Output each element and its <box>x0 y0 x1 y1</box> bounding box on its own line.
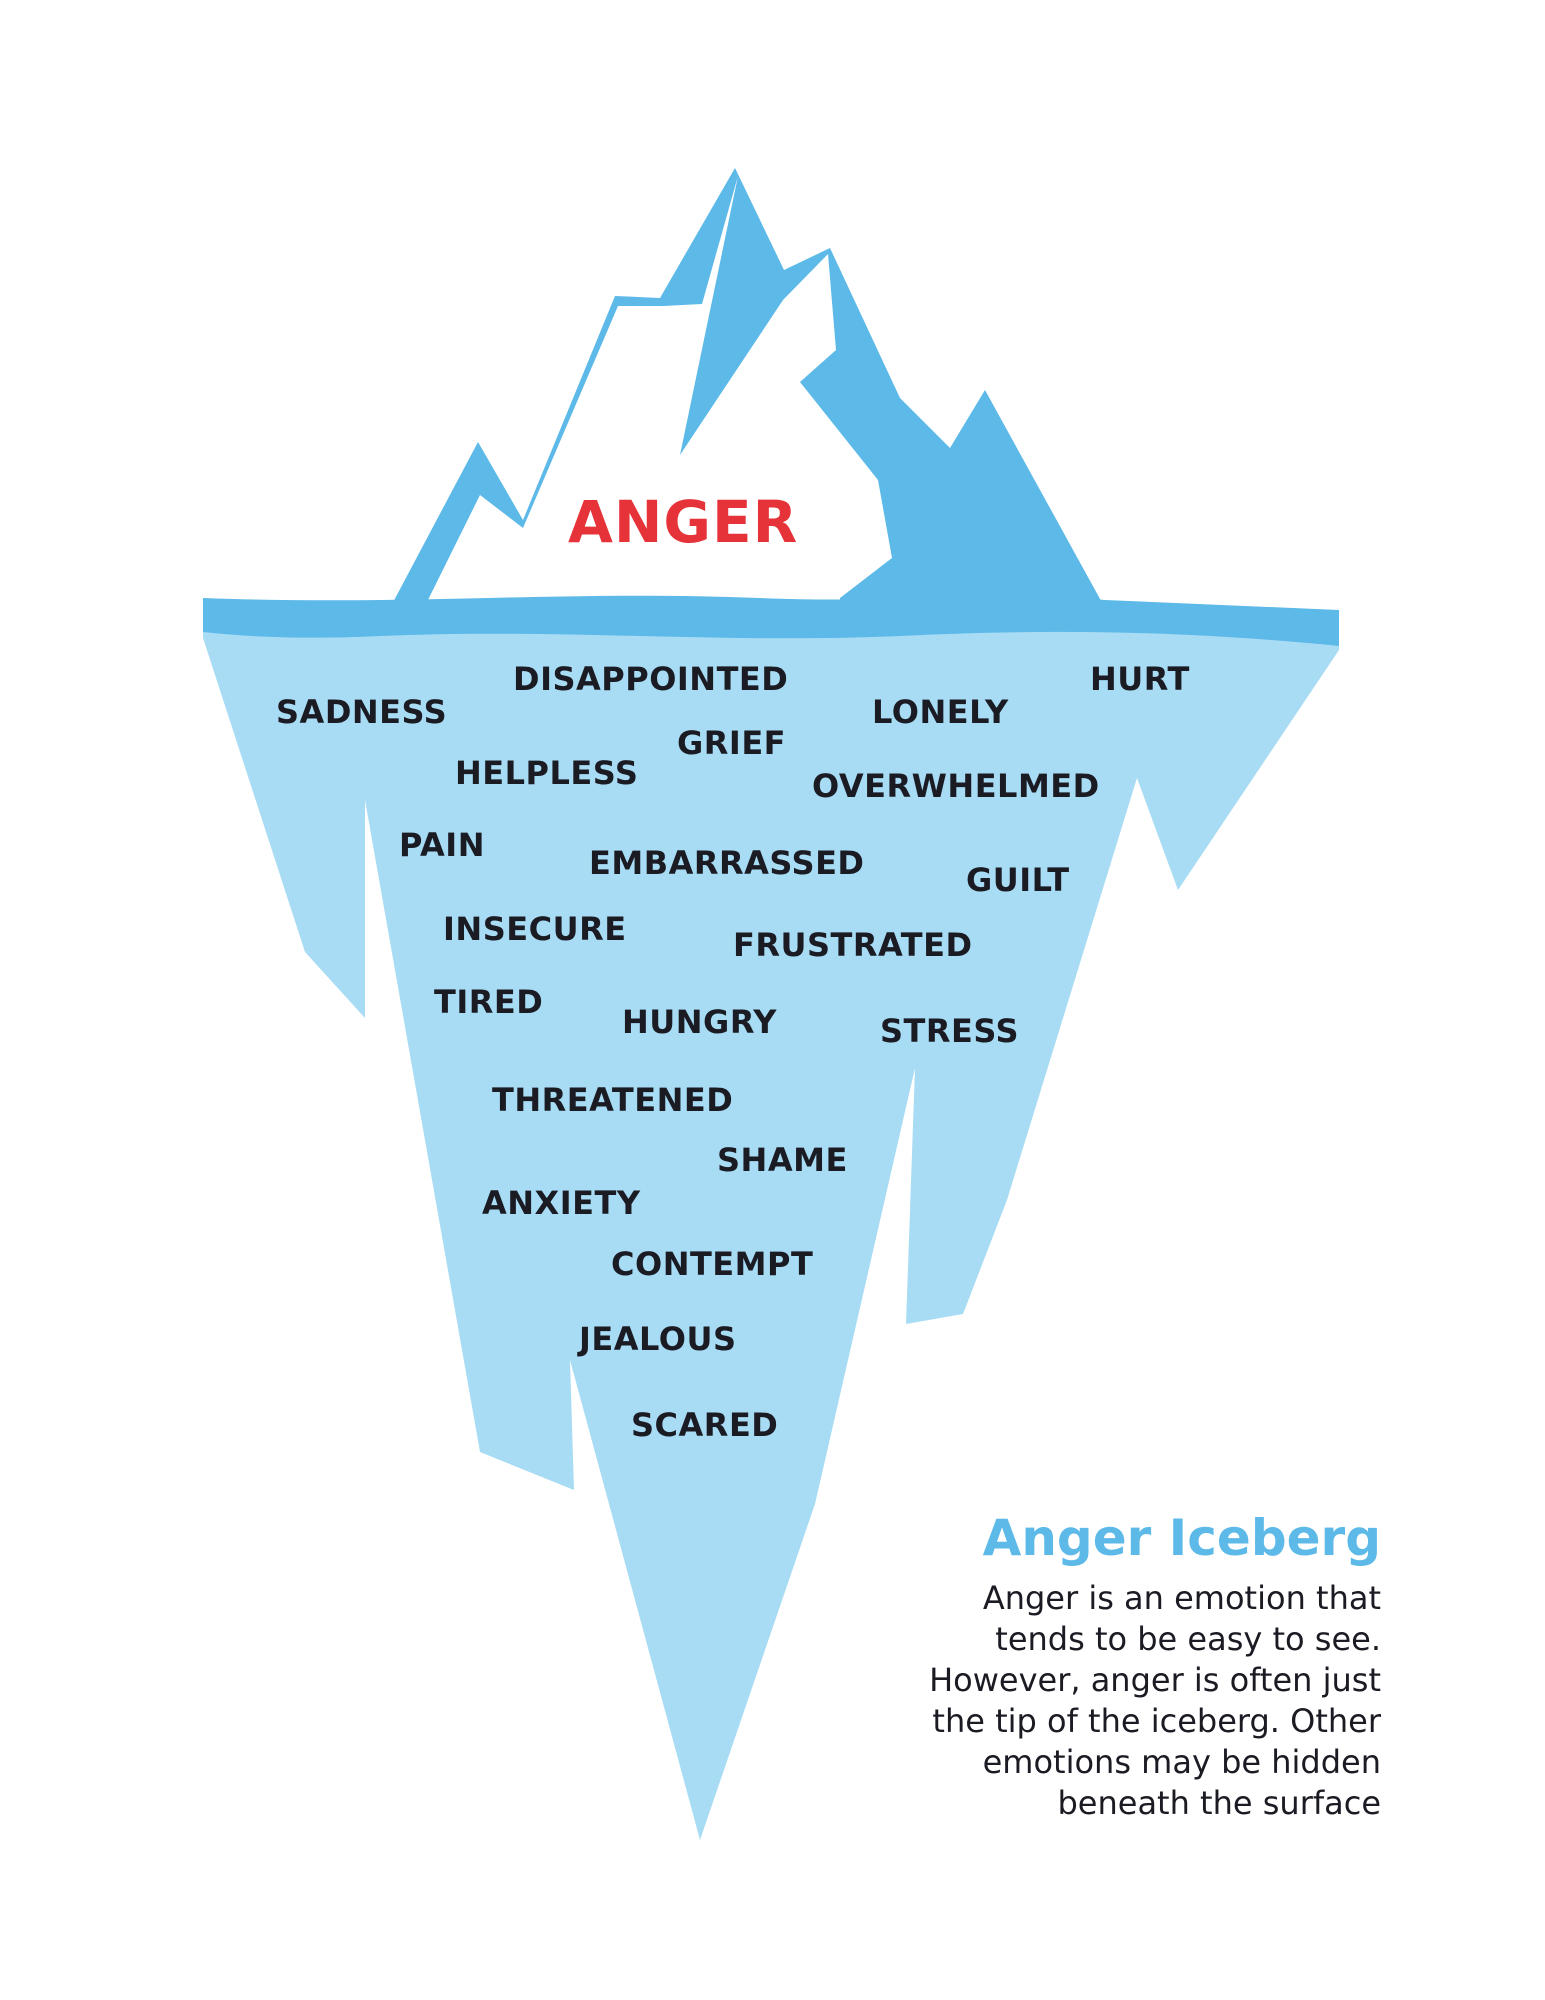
emotion-word: THREATENED <box>492 1081 734 1119</box>
emotion-word: FRUSTRATED <box>733 926 973 964</box>
emotion-word: OVERWHELMED <box>812 767 1100 805</box>
emotion-word: CONTEMPT <box>611 1245 814 1283</box>
caption-text-line: However, anger is often just <box>929 1661 1381 1699</box>
caption-text-line: beneath the surface <box>1057 1784 1381 1822</box>
caption-block: Anger Iceberg Anger is an emotion that t… <box>821 1508 1381 1824</box>
emotion-word: SADNESS <box>276 693 448 731</box>
emotion-word: ANXIETY <box>482 1184 641 1222</box>
emotion-word: LONELY <box>872 693 1009 731</box>
iceberg-tip-white <box>424 176 892 608</box>
emotion-word: GRIEF <box>677 724 787 762</box>
emotion-word: GUILT <box>966 861 1070 899</box>
emotion-word: SCARED <box>631 1406 779 1444</box>
caption-title: Anger Iceberg <box>982 1509 1381 1567</box>
emotion-word: INSECURE <box>443 910 627 948</box>
emotion-word: HELPLESS <box>455 754 639 792</box>
caption-text-line: Anger is an emotion that <box>982 1579 1381 1617</box>
emotion-word: DISAPPOINTED <box>513 660 789 698</box>
water-surface <box>203 595 1339 646</box>
caption-text-line: tends to be easy to see. <box>995 1620 1381 1658</box>
emotion-word: STRESS <box>880 1012 1020 1050</box>
emotion-word: HURT <box>1090 660 1190 698</box>
underwater-iceberg <box>203 628 1339 1840</box>
emotion-word: EMBARRASSED <box>589 844 865 882</box>
emotion-word: TIRED <box>434 983 544 1021</box>
caption-text-line: emotions may be hidden <box>982 1743 1381 1781</box>
emotion-word: SHAME <box>717 1141 848 1179</box>
caption-text-line: the tip of the iceberg. Other <box>932 1702 1381 1740</box>
emotion-word: JEALOUS <box>579 1320 737 1358</box>
emotion-word: PAIN <box>399 826 485 864</box>
emotion-word: HUNGRY <box>622 1003 777 1041</box>
tip-emotion-label: ANGER <box>568 488 799 556</box>
